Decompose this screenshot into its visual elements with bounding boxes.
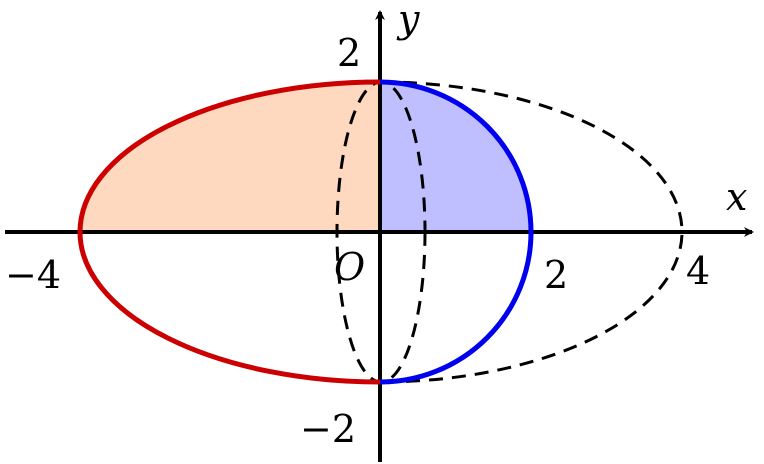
blue-half-circle	[379, 79, 534, 385]
origin-label: O	[334, 245, 365, 289]
y-axis-label: y	[396, 0, 420, 41]
blue-region	[380, 82, 531, 232]
y-tick-2: 2	[337, 31, 361, 75]
y-tick-neg2: −2	[300, 407, 356, 451]
x-axis-label: x	[726, 175, 747, 219]
dashed-half-ellipse	[379, 80, 684, 384]
x-tick-2: 2	[544, 253, 568, 297]
orange-region	[80, 82, 380, 232]
x-tick-4: 4	[686, 249, 710, 293]
x-tick-neg4: −4	[5, 253, 61, 297]
red-half-ellipse	[77, 79, 381, 385]
